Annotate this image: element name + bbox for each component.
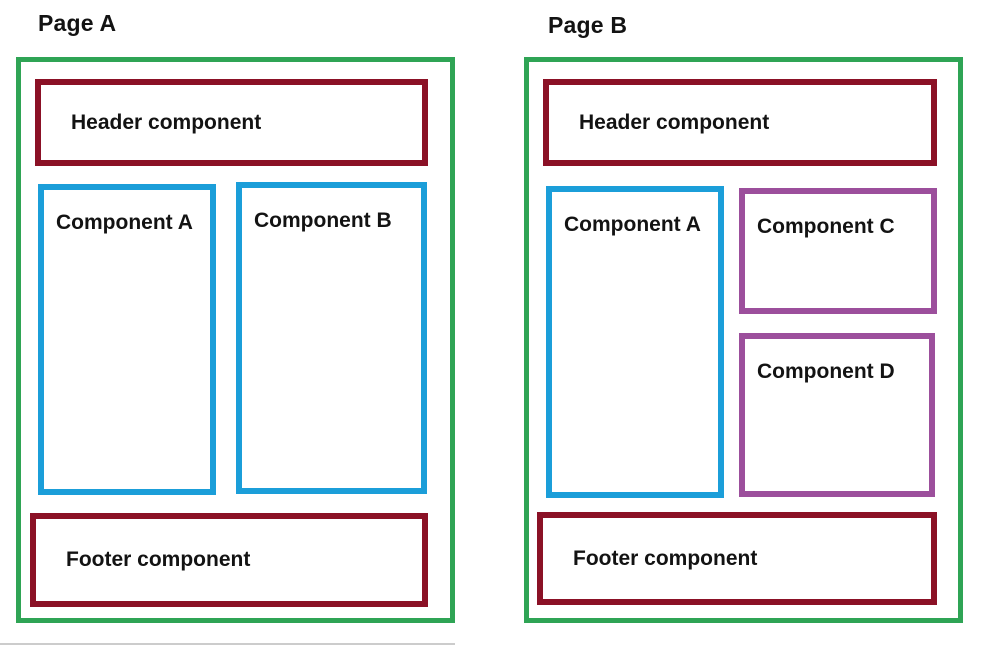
component-a-box: Component A (38, 184, 216, 495)
component-a-label: Component A (564, 213, 701, 236)
component-a-label: Component A (56, 211, 193, 234)
header-component-box: Header component (35, 79, 428, 166)
page-outline: Header component Component A Component C… (524, 57, 963, 623)
page-title: Page B (548, 12, 628, 38)
header-component-label: Header component (71, 110, 262, 134)
footer-component-box: Footer component (537, 512, 937, 605)
component-c-label: Component C (757, 215, 895, 238)
component-c-box: Component C (739, 188, 937, 314)
page-outline: Header component Component A Component B… (16, 57, 455, 623)
header-component-box: Header component (543, 79, 937, 166)
component-d-box: Component D (739, 333, 935, 497)
footer-component-box: Footer component (30, 513, 428, 607)
component-a-box: Component A (546, 186, 724, 498)
screenshot-edge-line (0, 643, 455, 645)
component-b-box: Component B (236, 182, 427, 494)
footer-component-label: Footer component (573, 546, 758, 570)
header-component-label: Header component (579, 110, 770, 134)
component-b-label: Component B (254, 209, 392, 232)
page-title: Page A (38, 10, 117, 36)
footer-component-label: Footer component (66, 548, 251, 571)
component-d-label: Component D (757, 360, 895, 383)
